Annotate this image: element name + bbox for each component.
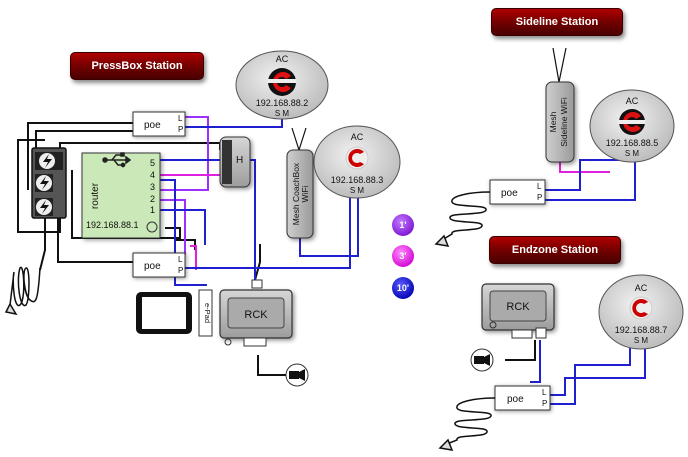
legend-label: 3' xyxy=(399,251,406,261)
legend-label: 1' xyxy=(399,220,406,230)
ap-label: AC xyxy=(626,96,639,106)
poe-p: P xyxy=(537,193,542,202)
poe-injector-pressbox-top: poe L P xyxy=(132,111,186,137)
power-plug-icon xyxy=(36,153,55,215)
poe-label: poe xyxy=(507,394,524,405)
router-label: router xyxy=(90,182,101,209)
legend-1ft: 1' xyxy=(392,214,414,236)
rck-unit-endzone: RCK xyxy=(481,283,555,339)
router-port-1: 1 xyxy=(150,205,155,215)
mesh-label-1: Mesh CoachBox xyxy=(291,162,301,225)
poe-injector-sideline: poe L P xyxy=(489,179,546,205)
ap-ip: 192.168.88.7 xyxy=(615,325,668,335)
access-point-endzone: AC 192.168.88.7 S M xyxy=(598,274,684,350)
mesh-label-2: WiFi xyxy=(300,185,310,202)
cable-length-legend: 1' 3' 10' xyxy=(392,214,414,299)
router-ip: 192.168.88.1 xyxy=(86,220,139,230)
pressbox-station: router 192.168.88.1 5 4 3 2 1 poe L P po… xyxy=(4,50,401,387)
blue-cables xyxy=(160,115,646,405)
poe-l: L xyxy=(178,255,183,264)
mesh-sideline-wifi: Mesh Sideline WiFi xyxy=(545,47,575,163)
poe-injector-endzone: poe L P xyxy=(494,385,551,411)
rck-label: RCK xyxy=(506,301,530,313)
sideline-station: Mesh Sideline WiFi AC 192.168.88.5 S M p… xyxy=(434,47,675,247)
endzone-station: RCK AC 192.168.88.7 S M poe L P xyxy=(438,274,684,451)
poe-p: P xyxy=(178,125,183,134)
ipad-device: e-Pad xyxy=(136,289,213,337)
access-point-pressbox-left: AC 192.168.88.2 S M xyxy=(235,50,329,120)
poe-l: L xyxy=(178,114,183,123)
access-point-sideline: AC 192.168.88.5 S M xyxy=(589,89,675,163)
ap-sm: S M xyxy=(625,149,640,158)
h-label: H xyxy=(236,155,243,166)
poe-injector-pressbox-bottom: poe L P xyxy=(132,252,186,278)
h-hub: H xyxy=(219,136,251,188)
ap-sm: S M xyxy=(350,186,365,195)
sideline-station-title: Sideline Station xyxy=(491,8,623,36)
router-ports: 5 4 3 2 1 xyxy=(150,158,155,215)
usb-icon xyxy=(102,152,132,168)
brand-logo-icon xyxy=(268,68,296,96)
rck-unit-pressbox: RCK xyxy=(219,279,293,347)
power-cord-coil-icon xyxy=(4,266,41,316)
access-point-pressbox-right: AC 192.168.88.3 S M xyxy=(313,125,401,199)
ap-label: AC xyxy=(351,132,364,142)
brand-logo-icon xyxy=(345,146,369,170)
poe-label: poe xyxy=(144,120,161,131)
mesh-coachbox-wifi: Mesh CoachBox WiFi xyxy=(286,127,314,239)
ap-ip: 192.168.88.5 xyxy=(606,138,659,148)
poe-p: P xyxy=(542,399,547,408)
router-port-5: 5 xyxy=(150,158,155,168)
ap-ip: 192.168.88.2 xyxy=(256,98,309,108)
router-port-3: 3 xyxy=(150,182,155,192)
ap-sm: S M xyxy=(275,109,290,118)
power-cord-coil-icon xyxy=(434,191,491,247)
legend-label: 10' xyxy=(397,283,409,293)
poe-p: P xyxy=(178,266,183,275)
camera-icon xyxy=(470,348,494,372)
brand-logo-icon xyxy=(619,109,645,135)
poe-label: poe xyxy=(501,188,518,199)
camera-icon xyxy=(285,363,309,387)
power-strip xyxy=(31,147,67,219)
legend-3ft: 3' xyxy=(392,245,414,267)
ap-ip: 192.168.88.3 xyxy=(331,175,384,185)
purple-cables xyxy=(160,116,209,255)
ipad-label: e-Pad xyxy=(203,303,212,323)
rck-label: RCK xyxy=(244,309,268,321)
ap-sm: S M xyxy=(634,336,649,345)
ap-label: AC xyxy=(635,283,648,293)
router: router 192.168.88.1 5 4 3 2 1 xyxy=(81,152,161,239)
mesh-label-2: Sideline WiFi xyxy=(559,97,569,147)
router-port-4: 4 xyxy=(150,170,155,180)
legend-10ft: 10' xyxy=(392,277,414,299)
poe-label: poe xyxy=(144,261,161,272)
mesh-label-1: Mesh xyxy=(548,111,558,132)
ap-label: AC xyxy=(276,54,289,64)
router-port-2: 2 xyxy=(150,194,155,204)
pressbox-station-title: PressBox Station xyxy=(70,52,204,80)
poe-l: L xyxy=(542,388,547,397)
power-cord-coil-icon xyxy=(438,397,496,451)
endzone-station-title: Endzone Station xyxy=(489,236,621,264)
poe-l: L xyxy=(537,182,542,191)
brand-logo-icon xyxy=(629,296,653,320)
